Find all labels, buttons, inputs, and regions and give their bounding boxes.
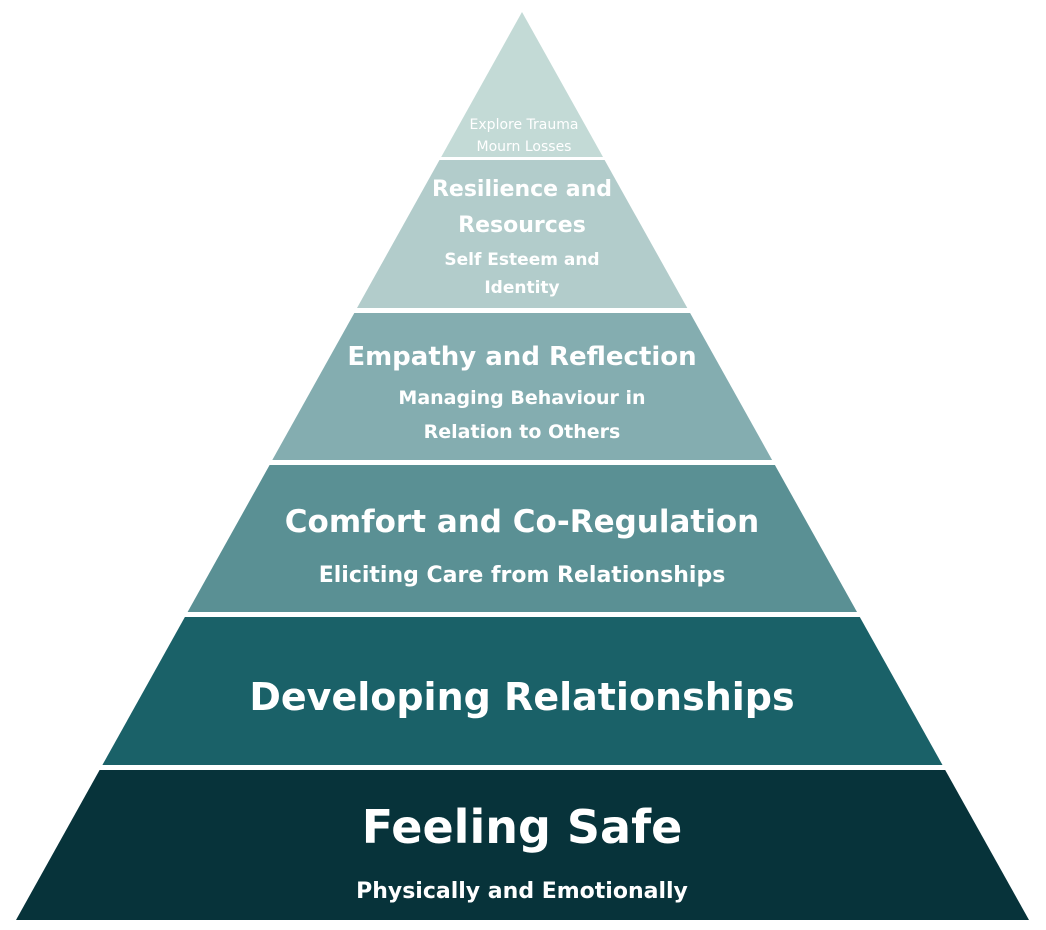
tier-3-line-2: Managing Behaviour in — [398, 387, 645, 409]
tier-6-line-2: Physically and Emotionally — [356, 879, 688, 904]
tier-1-band — [441, 12, 603, 157]
tier-3-line-1: Empathy and Reflection — [347, 342, 696, 372]
tier-1-line-2: Mourn Losses — [477, 139, 572, 155]
tier-3-band — [272, 313, 773, 460]
tier-2-band — [357, 160, 688, 308]
tier-4-line-2: Eliciting Care from Relationships — [319, 563, 726, 588]
tier-4-band — [187, 465, 858, 612]
tier-2-line-3: Self Esteem and — [444, 250, 599, 270]
tier-6-band — [16, 770, 1029, 920]
tier-5-band — [102, 617, 943, 765]
tier-4-line-1: Comfort and Co-Regulation — [285, 504, 759, 540]
tier-6-line-1: Feeling Safe — [362, 800, 683, 854]
tier-2-line-1: Resilience and — [432, 177, 612, 202]
tier-1-line-1: Explore Trauma — [470, 117, 579, 133]
tier-2-line-4: Identity — [484, 278, 559, 298]
tier-2-line-2: Resources — [458, 213, 586, 238]
tier-3-line-3: Relation to Others — [424, 421, 621, 443]
tier-5-line-1: Developing Relationships — [249, 675, 794, 719]
